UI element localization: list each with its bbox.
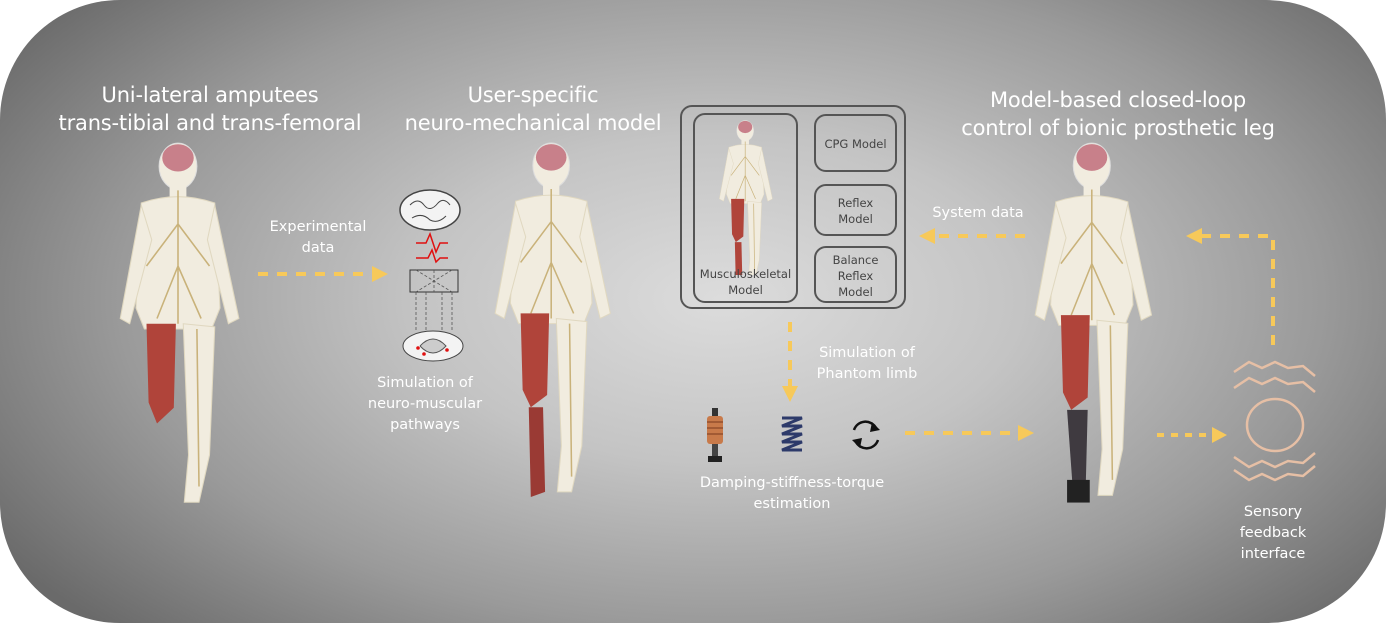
label-line: Model	[838, 285, 873, 299]
title-control: Model-based closed-loop control of bioni…	[961, 86, 1275, 142]
phantom-limb-label: Simulation of Phantom limb	[817, 343, 918, 385]
musculoskeletal-label: Musculoskeletal Model	[695, 266, 796, 298]
balance-reflex-model-box: Balance Reflex Model	[814, 246, 897, 303]
title-amputees: Uni-lateral amputees trans-tibial and tr…	[59, 81, 362, 137]
title-line: control of bionic prosthetic leg	[961, 116, 1275, 140]
label-line: Musculoskeletal	[699, 267, 792, 281]
reflex-model-label: Reflex Model	[816, 195, 895, 227]
spinal-cord-icon	[402, 330, 464, 362]
spring-icon	[781, 416, 803, 452]
label-line: feedback	[1239, 525, 1307, 541]
musculoskeletal-model-box: Musculoskeletal Model	[693, 113, 798, 303]
label-line: Balance	[832, 253, 879, 267]
label-line: pathways	[390, 417, 460, 433]
cpg-model-label: CPG Model	[824, 137, 887, 151]
label-line: Phantom limb	[816, 366, 918, 382]
label-line: estimation	[753, 496, 831, 512]
title-line: Model-based closed-loop	[990, 88, 1246, 112]
title-model: User-specific neuro-mechanical model	[405, 81, 662, 137]
experimental-data-label: Experimental data	[270, 217, 367, 259]
musculoskeletal-figure-icon	[718, 120, 773, 275]
balance-reflex-model-label: Balance Reflex Model	[816, 252, 895, 300]
damper-icon	[707, 408, 723, 462]
prosthetic-figure-icon	[1034, 142, 1153, 503]
label-line: Experimental	[269, 219, 367, 235]
label-line: Simulation of	[377, 375, 473, 391]
neuro-mechanical-model-box	[680, 105, 906, 309]
label-line: Sensory	[1243, 504, 1303, 520]
title-line: Uni-lateral amputees	[101, 83, 319, 107]
label-line: Model	[728, 283, 763, 297]
system-data-label: System data	[932, 205, 1024, 221]
signal-icon	[416, 231, 448, 255]
label-line: Reflex	[837, 196, 874, 210]
reflex-model-box: Reflex Model	[814, 184, 897, 236]
feedback-return-arrow	[1202, 234, 1275, 345]
label-line: Model	[838, 212, 873, 226]
label-line: neuro-muscular	[367, 396, 483, 412]
sensory-wave-icon	[1233, 360, 1316, 482]
label-line: Reflex	[837, 269, 874, 283]
label-line: data	[301, 240, 335, 256]
label-line: interface	[1240, 546, 1306, 562]
label-line: Damping-stiffness-torque	[699, 475, 885, 491]
neuro-sim-label: Simulation of neuro-muscular pathways	[368, 373, 482, 436]
model-figure-icon	[494, 142, 612, 497]
sensory-feedback-label: Sensory feedback interface	[1240, 502, 1307, 565]
title-line: User-specific	[467, 83, 599, 107]
amputee-figure-icon	[119, 142, 240, 504]
title-line: neuro-mechanical model	[404, 111, 662, 135]
cpg-model-box: CPG Model	[814, 114, 897, 172]
estimation-label: Damping-stiffness-torque estimation	[700, 473, 884, 515]
brain-icon	[399, 189, 461, 231]
title-line: trans-tibial and trans-femoral	[58, 111, 362, 135]
label-line: Simulation of	[819, 345, 915, 361]
